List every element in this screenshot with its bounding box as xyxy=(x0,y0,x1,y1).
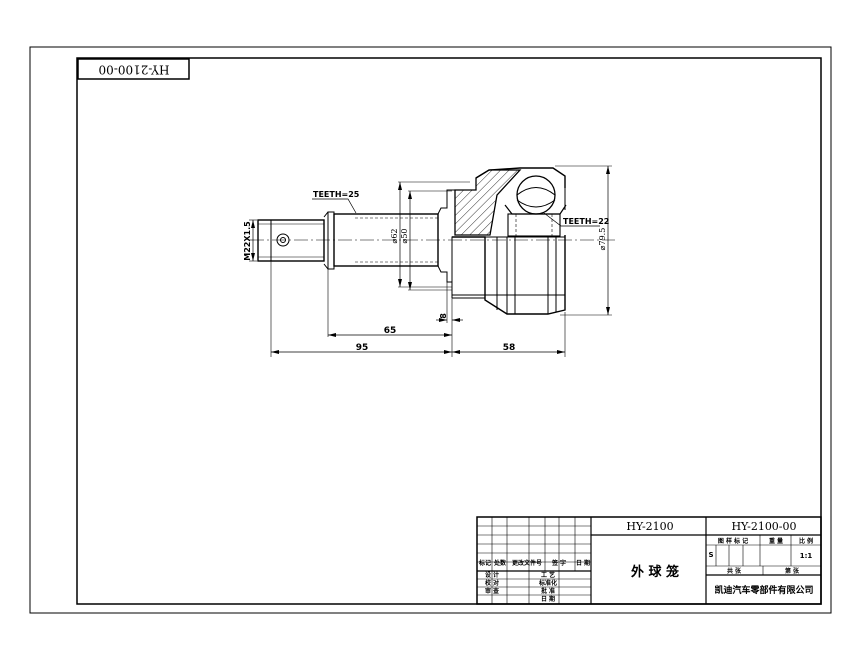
outer-border xyxy=(29,46,832,614)
hdr-scale: 比 例 xyxy=(799,537,813,545)
dia-62-dim: ⌀62 xyxy=(390,229,399,244)
code-stamp-box xyxy=(77,58,190,80)
len-8-dim: 8 xyxy=(439,313,448,319)
hdr-weight: 重 量 xyxy=(769,537,783,545)
dia-79-5-dim: ⌀79.5 xyxy=(598,228,607,251)
sheets-total: 共 张 xyxy=(727,567,742,575)
company-name: 凯迪汽车零部件有限公司 xyxy=(714,584,813,596)
cv-joint-drawing xyxy=(249,165,615,357)
teeth-22-label: TEETH=22 xyxy=(563,217,609,226)
part-name: 外 球 笼 xyxy=(630,564,679,580)
sign-process: 工 艺 xyxy=(541,571,555,579)
rev-hdr-sign: 签 字 xyxy=(551,559,566,567)
hdr-graphic-mark: 图 样 标 记 xyxy=(718,537,748,545)
len-65-dim: 65 xyxy=(384,326,397,336)
rev-hdr-date: 日 期 xyxy=(576,559,590,567)
sign-design: 设 计 xyxy=(485,571,499,579)
sign-check: 校 对 xyxy=(485,579,499,587)
len-95-dim: 95 xyxy=(356,343,369,353)
code-stamp: HY-2100-00 xyxy=(99,63,170,77)
sign-approve: 批 准 xyxy=(541,587,555,595)
dia-50-dim: ⌀50 xyxy=(400,229,409,244)
teeth-25-label: TEETH=25 xyxy=(313,190,360,199)
drawing-number: HY-2100-00 xyxy=(731,520,796,533)
thread-dim: M22X1.5 xyxy=(243,221,252,261)
rev-hdr-mark: 标记 xyxy=(478,559,491,567)
sign-date: 日 期 xyxy=(541,595,555,603)
title-block xyxy=(476,516,822,605)
rev-hdr-count: 处数 xyxy=(493,559,507,567)
sheet-number: 第 张 xyxy=(784,567,800,575)
model-number: HY-2100 xyxy=(626,520,673,533)
graphic-mark-value: S xyxy=(708,551,713,559)
sign-review: 审 查 xyxy=(485,587,499,595)
len-58-dim: 58 xyxy=(503,343,516,353)
sign-standard: 标准化 xyxy=(538,579,557,587)
scale-value: 1:1 xyxy=(800,552,813,560)
rev-hdr-docno: 更改文件号 xyxy=(512,559,542,567)
inner-border xyxy=(76,57,822,605)
